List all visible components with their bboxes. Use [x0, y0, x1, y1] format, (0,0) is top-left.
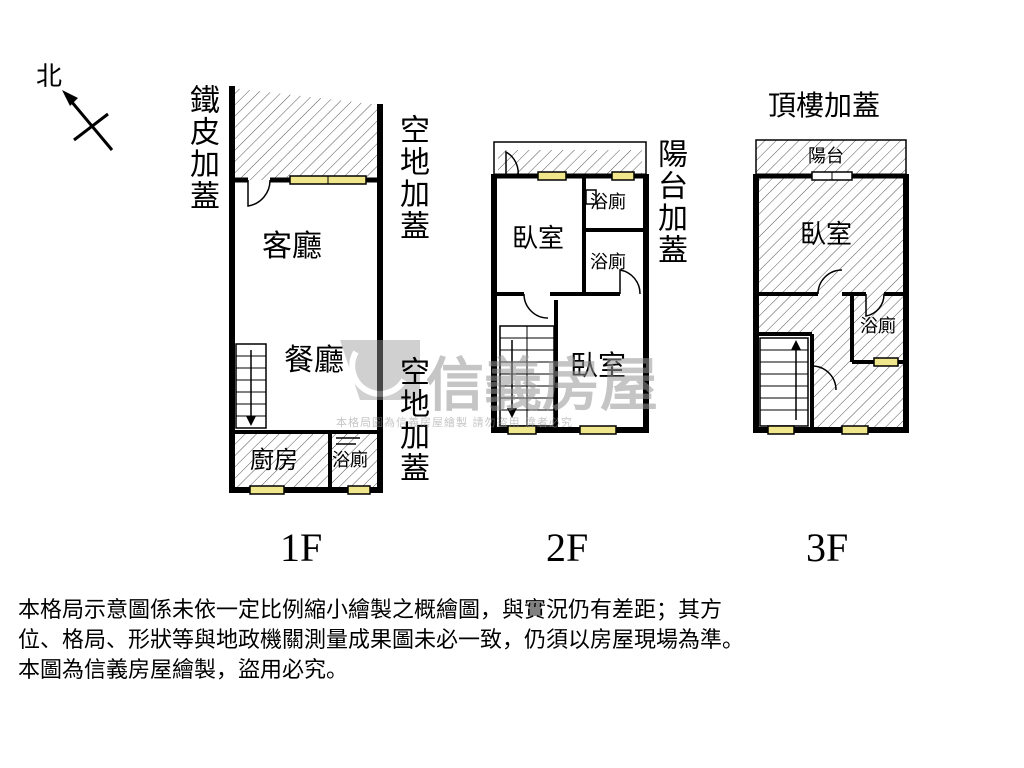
floor-2-plan	[491, 141, 649, 435]
room-bedroom-3f: 臥室	[800, 220, 853, 250]
disclaimer-line-2: 位、格局、形狀等與地政機關測量成果圖未必一致，仍須以房屋現場為準。	[18, 628, 745, 653]
watermark-logo-icon	[340, 340, 420, 400]
room-bedroom-a-2f: 臥室	[512, 224, 565, 254]
floor-label-1f: 1F	[280, 525, 323, 570]
room-balcony-3f: 陽台	[808, 146, 844, 167]
room-bathroom-b-2f: 浴廁	[590, 252, 626, 273]
annotation-iron-sheet: 鐵皮加蓋	[184, 84, 219, 212]
watermark-text: 本格局圖為信義房屋繪製 請勿盜用 違者必究	[336, 416, 573, 429]
floor-3-plan	[753, 139, 909, 435]
disclaimer-line-3: 本圖為信義房屋繪製，盜用必究。	[18, 658, 349, 683]
floor-label-3f: 3F	[806, 525, 849, 570]
room-kitchen-1f: 廚房	[250, 446, 298, 474]
room-living-1f: 客廳	[262, 229, 322, 264]
floor-label-2f: 2F	[546, 525, 589, 570]
annotation-open-land-top: 空地加蓋	[394, 114, 429, 242]
annotation-rooftop: 頂樓加蓋	[768, 89, 881, 122]
compass-north-label: 北	[36, 62, 63, 92]
north-arrow-icon	[62, 90, 114, 151]
room-bedroom-b-2f: 臥室	[570, 349, 627, 382]
room-bathroom-a-2f: 浴廁	[590, 192, 626, 213]
annotation-balcony-2f: 陽台加蓋	[652, 138, 687, 266]
floor-1-plan	[229, 86, 383, 495]
disclaimer-text: 本格局示意圖係未依一定比例縮小繪製之概繪圖，與實況仍有差距；其方 位、格局、形狀…	[18, 596, 1008, 686]
watermark-brand: 信義房屋	[426, 351, 659, 419]
disclaimer-line-1: 本格局示意圖係未依一定比例縮小繪製之概繪圖，與實況仍有差距；其方	[18, 598, 723, 623]
floor-plan-drawing	[62, 86, 909, 495]
room-dining-1f: 餐廳	[284, 343, 344, 378]
room-bathroom-1f: 浴廁	[332, 450, 368, 471]
annotation-open-land-bottom: 空地加蓋	[394, 356, 429, 484]
room-bathroom-3f: 浴廁	[860, 316, 896, 337]
